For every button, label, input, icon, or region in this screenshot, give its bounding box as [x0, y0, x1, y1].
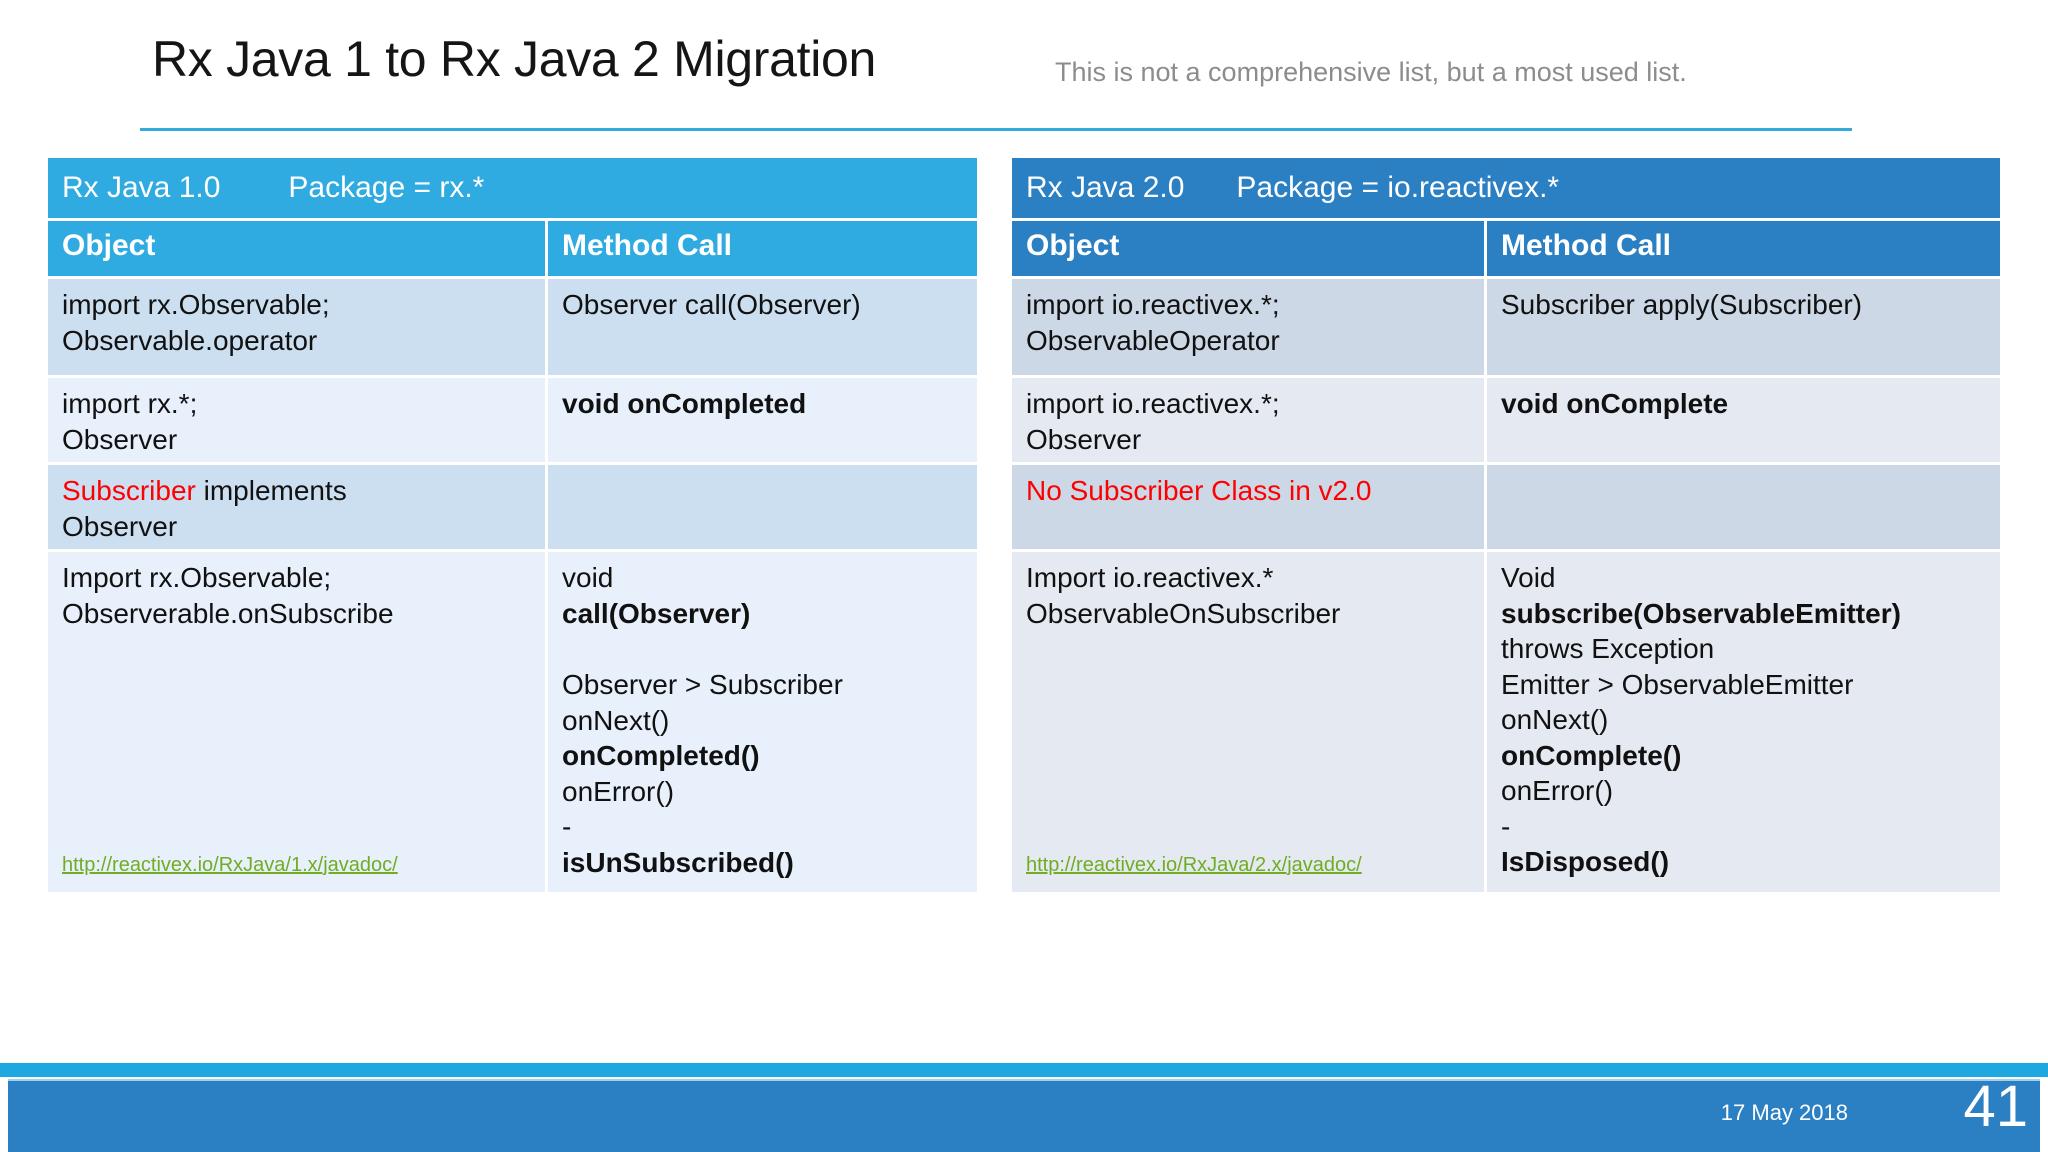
rxjava2-header-row: Object Method Call [1012, 221, 2000, 276]
rxjava2-version-label: Rx Java 2.0 [1026, 171, 1185, 204]
footer-bar [8, 1079, 2040, 1152]
rxjava1-row4-method-l4: onNext() [562, 704, 670, 736]
slide-page-number: 41 [1963, 1074, 2028, 1139]
rxjava2-row4-object-line1: Import io.reactivex.* [1026, 562, 1274, 593]
rxjava2-row4-method-l4: onNext() [1501, 704, 1609, 736]
rxjava1-col-method: Method Call [548, 221, 977, 276]
rxjava2-row4-method-l1: subscribe(ObservableEmitter) [1501, 597, 1901, 629]
rxjava1-row4-method-l3: Observer > Subscriber [562, 669, 843, 701]
rxjava1-version-label: Rx Java 1.0 [62, 171, 221, 204]
rxjava2-row4-method: Void subscribe(ObservableEmitter) throws… [1487, 552, 2000, 892]
rxjava1-col-object: Object [48, 221, 548, 276]
rxjava2-row3-object-highlight: No Subscriber Class in v2.0 [1026, 475, 1372, 506]
rxjava1-package-label: Package = rx.* [288, 171, 485, 204]
table-row: Subscriber implements Observer [48, 465, 977, 549]
rxjava2-row4-method-l2: throws Exception [1501, 633, 1715, 665]
rxjava2-row4-method-l0: Void [1501, 562, 1556, 593]
rxjava1-row1-object-line1: import rx.Observable; [62, 289, 330, 320]
rxjava1-row3-object-rest: implements [195, 475, 347, 506]
rxjava1-row2-object-line2: Observer [62, 423, 178, 455]
rxjava1-row3-method [548, 465, 977, 549]
rxjava1-doc-link[interactable]: http://reactivex.io/RxJava/1.x/javadoc/ [62, 853, 398, 876]
rxjava2-row3-method [1487, 465, 2000, 549]
rxjava1-row3-object-line2: Observer [62, 510, 178, 542]
rxjava1-row4-method: void call(Observer) Observer > Subscribe… [548, 552, 977, 892]
rxjava2-row1-object-line2: ObservableOperator [1026, 324, 1280, 356]
rxjava1-row4-method-spacer [562, 631, 965, 667]
rxjava1-table-title: Rx Java 1.0 Package = rx.* [48, 158, 977, 218]
rxjava1-row3-object-highlight: Subscriber [62, 475, 196, 506]
rxjava1-row1-method: Observer call(Observer) [548, 279, 977, 375]
rxjava1-row2-object: import rx.*; Observer [48, 378, 548, 462]
rxjava2-row4-object-line2: ObservableOnSubscriber [1026, 597, 1341, 629]
table-row: Import rx.Observable; Observerable.onSub… [48, 552, 977, 892]
rxjava2-package-label: Package = io.reactivex.* [1236, 171, 1560, 204]
footer-date: 17 May 2018 [1720, 1100, 1848, 1125]
rxjava1-row4-object: Import rx.Observable; Observerable.onSub… [48, 552, 548, 892]
rxjava1-row3-object: Subscriber implements Observer [48, 465, 548, 549]
rxjava2-row4-method-l6: onError() [1501, 775, 1614, 807]
table-row: import io.reactivex.*; Observer void onC… [1012, 378, 2000, 462]
rxjava1-row4-method-l1: call(Observer) [562, 597, 751, 629]
rxjava2-row3-object: No Subscriber Class in v2.0 [1012, 465, 1487, 549]
rxjava1-header-row: Object Method Call [48, 221, 977, 276]
page-title: Rx Java 1 to Rx Java 2 Migration [152, 31, 877, 87]
rxjava2-row2-method: void onComplete [1487, 378, 2000, 462]
rxjava2-table: Rx Java 2.0 Package = io.reactivex.* Obj… [1012, 158, 2000, 892]
table-row: No Subscriber Class in v2.0 [1012, 465, 2000, 549]
rxjava1-row1-object-line2: Observable.operator [62, 324, 318, 356]
table-row: import rx.Observable; Observable.operato… [48, 279, 977, 375]
rxjava1-row2-method: void onCompleted [548, 378, 977, 462]
footer-accent-strip [0, 1063, 2048, 1077]
rxjava1-row4-method-l8: isUnSubscribed() [562, 846, 794, 878]
table-row: import io.reactivex.*; ObservableOperato… [1012, 279, 2000, 375]
rxjava1-row2-object-line1: import rx.*; [62, 388, 198, 419]
rxjava1-table: Rx Java 1.0 Package = rx.* Object Method… [48, 158, 977, 892]
rxjava1-row4-method-l5: onCompleted() [562, 740, 760, 772]
table-row: import rx.*; Observer void onCompleted [48, 378, 977, 462]
rxjava1-row4-method-l0: void [562, 562, 614, 593]
rxjava2-row2-object-line2: Observer [1026, 423, 1142, 455]
rxjava2-row4-method-l5: onComplete() [1501, 739, 1682, 771]
rxjava2-row1-object: import io.reactivex.*; ObservableOperato… [1012, 279, 1487, 375]
rxjava2-col-method: Method Call [1487, 221, 2000, 276]
table-row: Import io.reactivex.* ObservableOnSubscr… [1012, 552, 2000, 892]
title-divider [140, 128, 1852, 131]
rxjava2-row2-object: import io.reactivex.*; Observer [1012, 378, 1487, 462]
rxjava2-row4-method-l3: Emitter > ObservableEmitter [1501, 668, 1854, 700]
rxjava2-row4-method-l7: - [1501, 810, 1511, 842]
rxjava2-row1-method: Subscriber apply(Subscriber) [1487, 279, 2000, 375]
rxjava2-row1-object-line1: import io.reactivex.*; [1026, 289, 1280, 320]
rxjava1-row4-object-line2: Observerable.onSubscribe [62, 597, 394, 629]
page-subtitle: This is not a comprehensive list, but a … [1055, 57, 1687, 87]
rxjava1-row4-method-l6: onError() [562, 775, 675, 807]
rxjava2-table-title: Rx Java 2.0 Package = io.reactivex.* [1012, 158, 2000, 218]
rxjava2-col-object: Object [1012, 221, 1487, 276]
rxjava1-row1-object: import rx.Observable; Observable.operato… [48, 279, 548, 375]
rxjava2-row2-method-text: void onComplete [1501, 388, 1729, 419]
rxjava2-doc-link[interactable]: http://reactivex.io/RxJava/2.x/javadoc/ [1026, 853, 1362, 876]
rxjava1-row2-method-text: void onCompleted [562, 388, 807, 419]
rxjava2-row4-object: Import io.reactivex.* ObservableOnSubscr… [1012, 552, 1487, 892]
rxjava2-row4-method-l8: IsDisposed() [1501, 846, 1670, 878]
rxjava2-row2-object-line1: import io.reactivex.*; [1026, 388, 1280, 419]
rxjava1-row4-object-line1: Import rx.Observable; [62, 562, 332, 593]
rxjava1-row4-method-l7: - [562, 811, 572, 843]
